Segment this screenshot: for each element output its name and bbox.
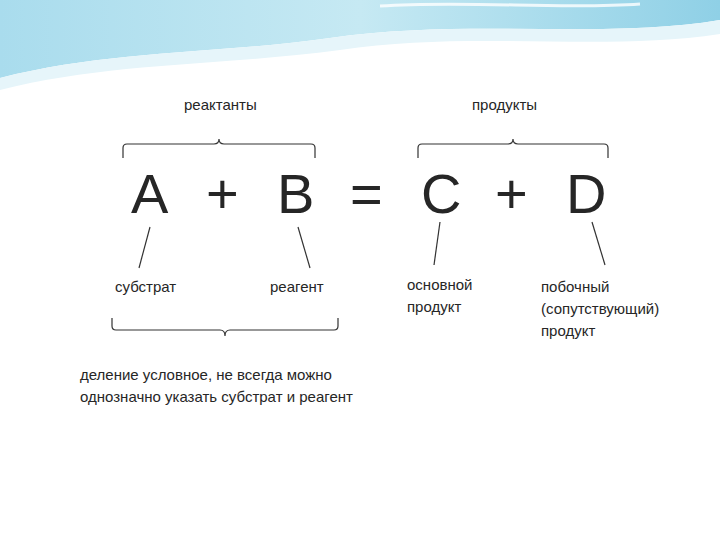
formula-operator: +	[495, 166, 528, 222]
leader-line	[592, 222, 605, 265]
reagents-bracket	[112, 318, 338, 336]
formula-letter: C	[421, 166, 461, 222]
role-label: основной продукт	[407, 274, 492, 318]
leader-line	[298, 227, 310, 268]
note-text: деление условное, не всегда можно однозн…	[80, 364, 405, 408]
reactants-bracket	[123, 139, 315, 158]
formula-letter: B	[277, 166, 314, 222]
formula-letter: A	[131, 166, 168, 222]
products-bracket	[418, 139, 608, 158]
wave-highlight	[380, 4, 640, 6]
leader-line	[434, 222, 440, 265]
role-label: реагент	[270, 276, 324, 298]
leader-line	[139, 227, 150, 268]
group-heading: реактанты	[184, 94, 257, 116]
formula-letter: D	[566, 166, 606, 222]
top-wave-light	[0, 20, 720, 90]
role-label: побочный (сопутствующий) продукт	[541, 276, 681, 341]
group-heading: продукты	[472, 94, 537, 116]
formula-operator: +	[206, 166, 239, 222]
role-label: субстрат	[115, 276, 176, 298]
formula-operator: =	[350, 166, 383, 222]
